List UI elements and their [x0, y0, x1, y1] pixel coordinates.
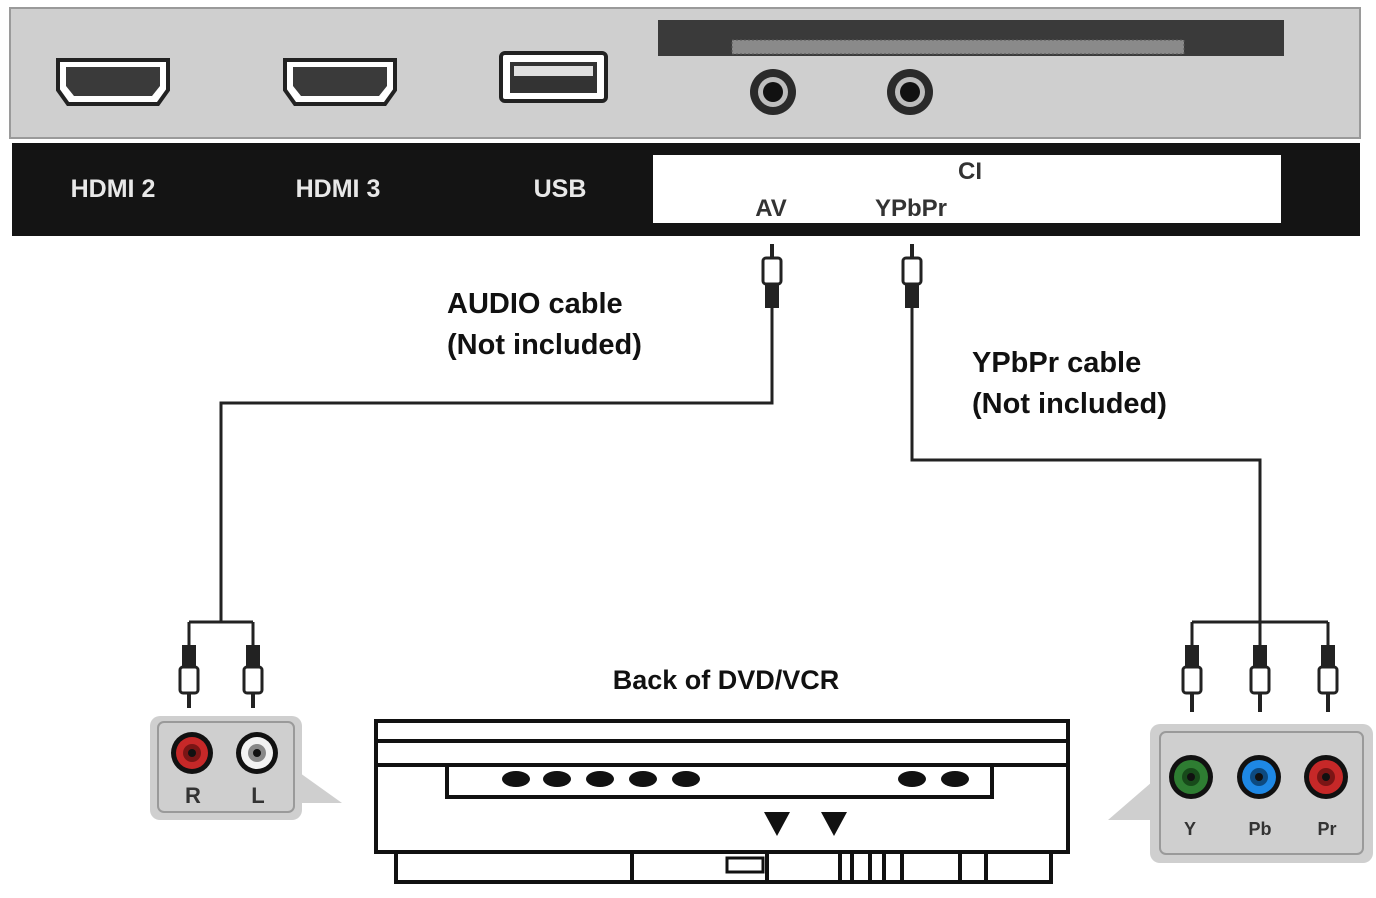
component-pb-plug-icon: [1249, 645, 1271, 712]
audio-cable-wire: [187, 300, 774, 645]
av-label: AV: [755, 195, 787, 222]
ci-label: CI: [958, 158, 982, 185]
device-jack-7-icon: [941, 771, 969, 787]
audio-l-plug-icon: [242, 645, 264, 708]
ci-slot-icon: [658, 20, 1284, 56]
component-jack-callout: Y Pb Pr: [1108, 724, 1373, 863]
audio-cable-caption: AUDIO cable (Not included): [447, 288, 642, 361]
audio-jack-callout: R L: [150, 716, 342, 820]
ypbpr-cable-line1: YPbPr cable: [972, 347, 1141, 379]
component-pr-jack-icon: [1304, 755, 1348, 799]
usb-label: USB: [534, 175, 587, 203]
component-pb-jack-icon: [1237, 755, 1281, 799]
device-jack-2-icon: [543, 771, 571, 787]
audio-jack-panel: [150, 716, 302, 820]
device-jack-4-icon: [629, 771, 657, 787]
hdmi2-label: HDMI 2: [71, 175, 156, 203]
av-jack-icon: [750, 69, 796, 115]
device-jack-6-icon: [898, 771, 926, 787]
device-jack-3-icon: [586, 771, 614, 787]
ci-label-box: [653, 155, 1281, 223]
av-plug-icon: [761, 244, 783, 308]
device-title: Back of DVD/VCR: [613, 665, 840, 695]
dvd-vcr-device: [374, 719, 1070, 884]
ypbpr-cable-caption: YPbPr cable (Not included): [972, 347, 1167, 420]
component-pr-label: Pr: [1317, 819, 1336, 839]
audio-r-jack-icon: [171, 732, 213, 774]
audio-cable-line2: (Not included): [447, 329, 642, 361]
ypbpr-jack-icon: [887, 69, 933, 115]
ypbpr-cable-line2: (Not included): [972, 388, 1167, 420]
device-jack-1-icon: [502, 771, 530, 787]
ypbpr-plug-icon: [901, 244, 923, 308]
hdmi2-port-icon: [56, 58, 170, 106]
audio-l-jack-icon: [236, 732, 278, 774]
device-jack-5-icon: [672, 771, 700, 787]
device-jack-row: [502, 771, 969, 836]
component-pb-label: Pb: [1248, 819, 1271, 839]
tv-back-panel: HDMI 2 HDMI 3 USB CI AV YPbPr: [9, 7, 1361, 236]
component-pr-plug-icon: [1317, 645, 1339, 712]
device-arrow-2-icon: [821, 812, 847, 836]
cable-wires: [187, 300, 1330, 645]
audio-r-label: R: [185, 783, 201, 808]
audio-l-label: L: [251, 783, 264, 808]
component-y-label: Y: [1184, 819, 1196, 839]
hdmi3-label: HDMI 3: [296, 175, 381, 203]
hdmi3-port-icon: [283, 58, 397, 106]
device-arrow-1-icon: [764, 812, 790, 836]
audio-r-plug-icon: [178, 645, 200, 708]
component-y-jack-icon: [1169, 755, 1213, 799]
ypbpr-label: YPbPr: [875, 195, 947, 222]
usb-port-icon: [499, 51, 608, 103]
ypbpr-cable-wire: [910, 300, 1330, 645]
audio-cable-line1: AUDIO cable: [447, 288, 623, 320]
component-y-plug-icon: [1181, 645, 1203, 712]
